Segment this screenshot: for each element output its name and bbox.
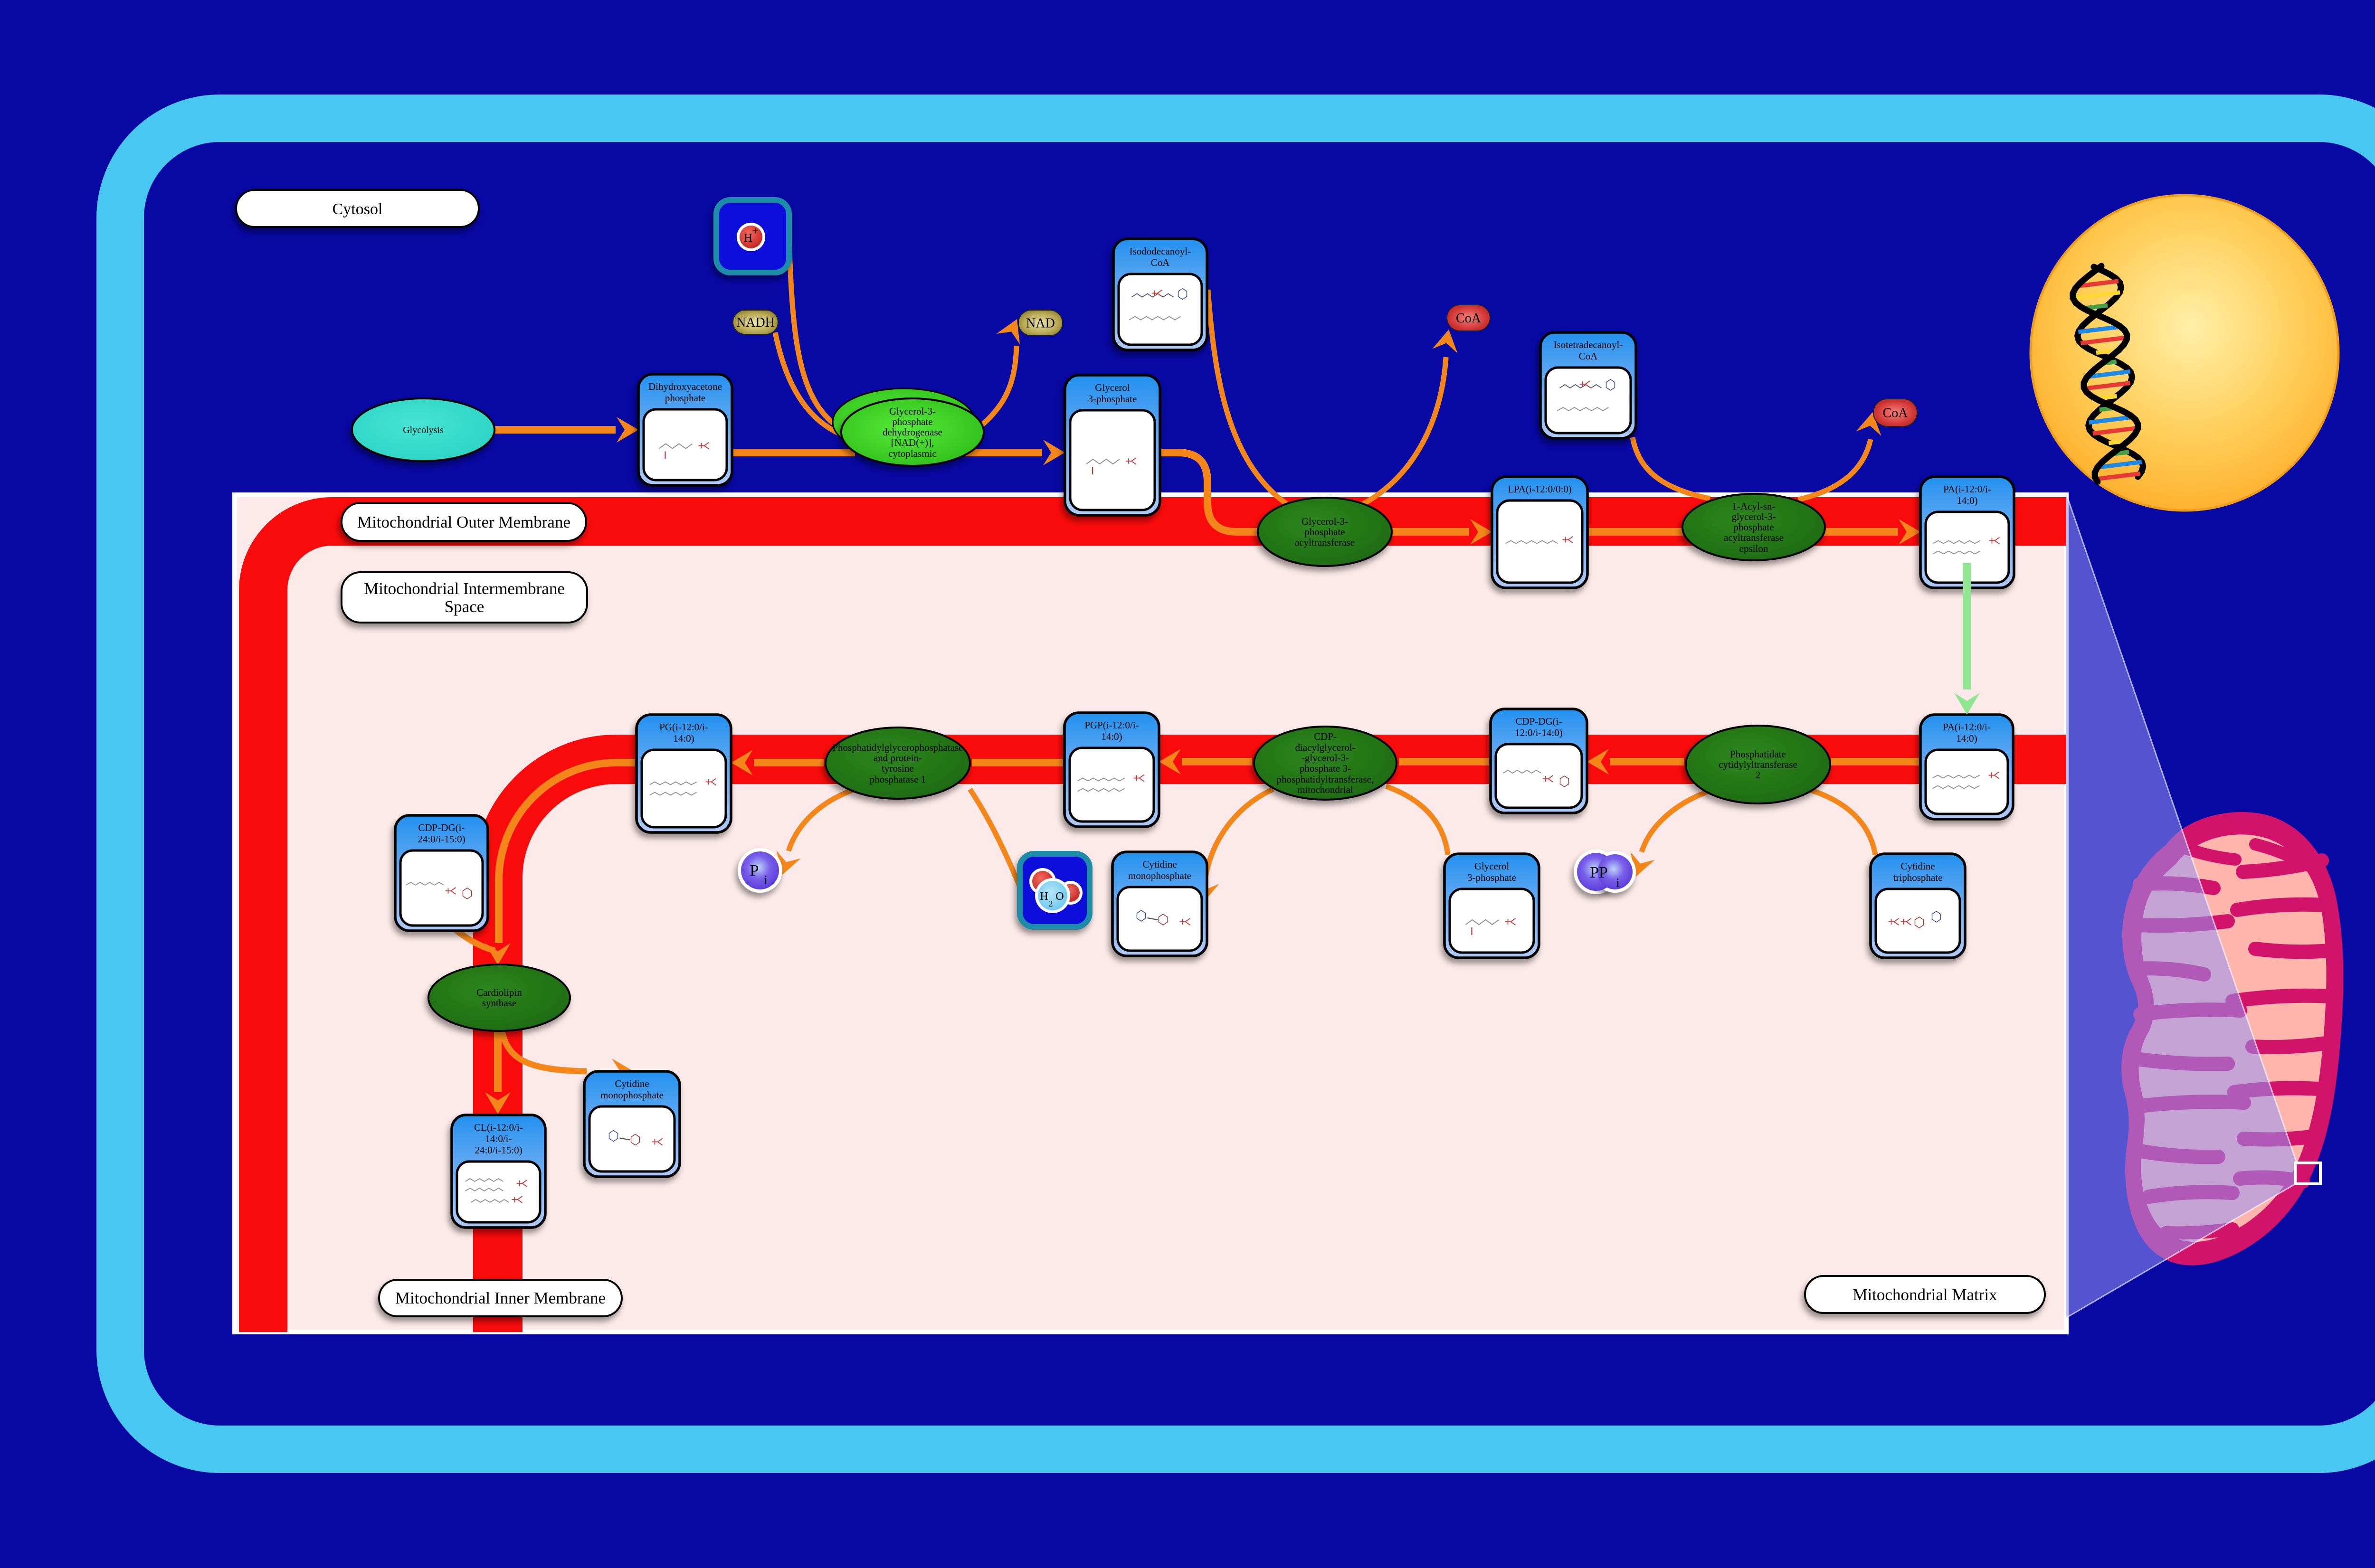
- svg-text:NAD: NAD: [1026, 316, 1055, 331]
- svg-text:14:0): 14:0): [1956, 733, 1977, 744]
- svg-text:triphosphate: triphosphate: [1893, 872, 1943, 883]
- svg-text:cytoplasmic: cytoplasmic: [888, 448, 936, 459]
- svg-text:LPA(i-12:0/0:0): LPA(i-12:0/0:0): [1508, 483, 1572, 495]
- svg-text:diacylglycerol-: diacylglycerol-: [1295, 742, 1355, 753]
- svg-text:H: H: [744, 232, 752, 245]
- svg-text:dehydrogenase: dehydrogenase: [883, 426, 942, 438]
- svg-text:phosphate: phosphate: [892, 416, 932, 427]
- svg-text:Isododecanoyl-: Isododecanoyl-: [1130, 246, 1191, 257]
- svg-text:PGP(i-12:0/i-: PGP(i-12:0/i-: [1084, 719, 1139, 731]
- svg-text:phosphatase 1: phosphatase 1: [870, 774, 926, 785]
- svg-text:Glycerol: Glycerol: [1474, 860, 1510, 872]
- svg-text:P: P: [750, 862, 759, 879]
- svg-text:Cytidine: Cytidine: [1900, 860, 1935, 872]
- svg-text:PG(i-12:0/i-: PG(i-12:0/i-: [659, 721, 708, 733]
- svg-text:Glycolysis: Glycolysis: [403, 425, 444, 435]
- svg-text:acyltransferase: acyltransferase: [1295, 537, 1355, 548]
- svg-text:1-Acyl-sn-: 1-Acyl-sn-: [1732, 501, 1776, 512]
- svg-text:Space: Space: [445, 597, 484, 616]
- svg-text:glycerol-3-: glycerol-3-: [1731, 511, 1776, 522]
- svg-text:cytidylyltransferase: cytidylyltransferase: [1719, 759, 1797, 770]
- svg-text:2: 2: [1049, 899, 1053, 908]
- svg-text:CoA: CoA: [1456, 311, 1482, 326]
- svg-text:phosphatidyltransferase,: phosphatidyltransferase,: [1277, 774, 1374, 785]
- svg-text:Glycerol-3-: Glycerol-3-: [889, 406, 936, 417]
- svg-text:CoA: CoA: [1883, 406, 1909, 421]
- svg-text:PA(i-12:0/i-: PA(i-12:0/i-: [1943, 721, 1991, 733]
- svg-text:phosphate: phosphate: [1733, 521, 1774, 533]
- svg-text:-glycerol-3-: -glycerol-3-: [1302, 752, 1349, 764]
- svg-text:24:0/i-15:0): 24:0/i-15:0): [475, 1144, 522, 1156]
- svg-text:PP: PP: [1590, 864, 1608, 881]
- svg-text:phosphate: phosphate: [665, 392, 705, 404]
- svg-text:CDP-DG(i-: CDP-DG(i-: [1516, 716, 1562, 727]
- svg-text:H: H: [1040, 890, 1048, 903]
- svg-text:14:0): 14:0): [1101, 731, 1122, 742]
- svg-text:i: i: [1616, 876, 1620, 890]
- svg-text:Glycerol-3-: Glycerol-3-: [1302, 516, 1348, 527]
- svg-text:Cytidine: Cytidine: [1142, 859, 1177, 870]
- svg-text:synthase: synthase: [482, 997, 516, 1009]
- svg-text:Mitochondrial Outer Membrane: Mitochondrial Outer Membrane: [357, 513, 570, 531]
- svg-text:mitochondrial: mitochondrial: [1297, 784, 1353, 795]
- svg-text:monophosphate: monophosphate: [1128, 870, 1191, 881]
- svg-text:Mitochondrial Matrix: Mitochondrial Matrix: [1852, 1285, 1997, 1304]
- svg-text:Glycerol: Glycerol: [1095, 382, 1130, 393]
- svg-text:Cardiolipin: Cardiolipin: [476, 987, 522, 998]
- svg-text:CL(i-12:0/i-: CL(i-12:0/i-: [474, 1122, 523, 1133]
- svg-text:[NAD(+)],: [NAD(+)],: [891, 437, 934, 448]
- svg-text:24:0/i-15:0): 24:0/i-15:0): [418, 833, 465, 845]
- svg-text:PA(i-12:0/i-: PA(i-12:0/i-: [1943, 483, 1991, 495]
- svg-text:i: i: [764, 873, 768, 887]
- svg-text:acyltransferase: acyltransferase: [1724, 532, 1784, 543]
- svg-text:CoA: CoA: [1579, 350, 1598, 362]
- svg-text:tyrosine: tyrosine: [882, 763, 914, 774]
- svg-text:14:0): 14:0): [673, 733, 694, 744]
- svg-text:phosphate: phosphate: [1304, 526, 1345, 538]
- svg-text:Cytidine: Cytidine: [615, 1078, 649, 1089]
- svg-text:O: O: [1055, 890, 1064, 903]
- svg-text:14:0): 14:0): [1957, 495, 1977, 506]
- svg-text:Mitochondrial Inner Membrane: Mitochondrial Inner Membrane: [395, 1289, 606, 1307]
- svg-text:Isotetradecanoyl-: Isotetradecanoyl-: [1554, 339, 1623, 350]
- svg-text:epsilon: epsilon: [1739, 543, 1768, 554]
- svg-text:and protein-: and protein-: [874, 752, 922, 764]
- svg-text:CDP-: CDP-: [1314, 731, 1337, 742]
- svg-text:CoA: CoA: [1151, 257, 1170, 268]
- svg-text:Mitochondrial Intermembrane: Mitochondrial Intermembrane: [364, 579, 565, 598]
- svg-text:Cytosol: Cytosol: [332, 200, 383, 218]
- svg-text:+: +: [752, 225, 759, 237]
- svg-text:3-phosphate: 3-phosphate: [1088, 393, 1137, 405]
- svg-text:Dihydroxyacetone: Dihydroxyacetone: [648, 381, 722, 392]
- svg-text:phosphate 3-: phosphate 3-: [1300, 763, 1351, 774]
- svg-text:14:0/i-: 14:0/i-: [485, 1133, 512, 1144]
- svg-text:CDP-DG(i-: CDP-DG(i-: [418, 822, 465, 833]
- svg-text:NADH: NADH: [736, 315, 775, 330]
- svg-text:3-phosphate: 3-phosphate: [1467, 872, 1516, 883]
- svg-text:12:0/i-14:0): 12:0/i-14:0): [1515, 727, 1562, 738]
- svg-text:monophosphate: monophosphate: [600, 1089, 664, 1101]
- svg-text:Phosphatidate: Phosphatidate: [1730, 748, 1786, 760]
- svg-text:2: 2: [1756, 769, 1761, 781]
- svg-text:Phosphatidylglycerophosphatase: Phosphatidylglycerophosphatase: [832, 742, 963, 753]
